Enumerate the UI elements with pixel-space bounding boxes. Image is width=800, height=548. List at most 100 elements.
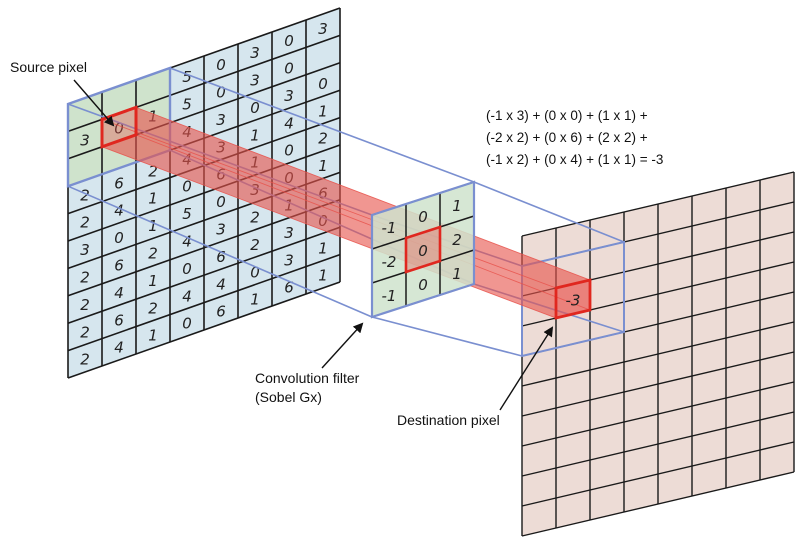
source-cell-value: 3 [284, 224, 294, 242]
source-cell-value: 5 [182, 96, 192, 114]
destination-highlight: -3 [554, 278, 592, 320]
source-cell-value: 3 [318, 20, 328, 38]
convolution-filter-grid: -101-202-101 [370, 180, 476, 319]
destination-grid [521, 171, 795, 537]
source-cell-value: 2 [80, 186, 90, 204]
kernel-cell-value: 0 [418, 242, 428, 260]
source-cell-value: 3 [284, 251, 294, 269]
source-cell-value: 0 [284, 32, 294, 50]
source-grid: 5 0 3 0 3 3 0 1 5 0 3 0 4 3 0 3 0 2 6 2 4 3 1 4 1 2 4 1 0 6 1 0 2 3 0 1 5 0 3 0… [66, 7, 341, 379]
source-cell-value: 0 [284, 142, 294, 160]
source-cell-value: 4 [114, 284, 124, 302]
source-grid-line [67, 281, 341, 379]
source-cell-value: 5 [182, 205, 192, 223]
source-cell-value: 3 [250, 181, 260, 199]
source-cell-value: 2 [148, 162, 158, 180]
source-cell-value: 2 [80, 351, 90, 369]
source-grid-line [67, 226, 341, 324]
source-cell-value: 0 [318, 75, 328, 93]
source-cell-value: 2 [80, 269, 90, 287]
source-grid-line [67, 253, 341, 352]
source-cell-value: 6 [114, 257, 124, 275]
source-cell-value: 5 [182, 68, 192, 86]
source-grid-line [67, 199, 341, 297]
frame-line [169, 67, 475, 183]
source-cell-value: 0 [182, 315, 192, 333]
destination-window-border [521, 240, 625, 358]
source-cell-value: 4 [114, 339, 124, 357]
source-cell-value: 2 [250, 236, 260, 254]
kernel-cell-value: 0 [418, 276, 428, 294]
source-cell-value: 4 [182, 233, 192, 251]
destination-grid-line [521, 381, 795, 447]
source-cell-value: 1 [148, 272, 158, 290]
source-cell-value: 0 [182, 260, 192, 278]
projection-frame [67, 67, 625, 358]
source-cell-value: 0 [216, 193, 226, 211]
kernel-cell-value: 2 [452, 231, 462, 249]
source-cell-value: 1 [148, 217, 158, 235]
equation-line-3: (-1 x 2) + (0 x 4) + (1 x 1) = -3 [486, 152, 663, 167]
source-cell-value: 0 [216, 56, 226, 74]
destination-pixel-arrow [499, 326, 554, 411]
equation-block: (-1 x 3) + (0 x 0) + (1 x 1) + (-2 x 2) … [486, 108, 663, 167]
source-cell-value: 6 [114, 311, 124, 329]
source-cell-value: 3 [216, 221, 226, 239]
kernel-cell-value: -1 [382, 287, 397, 305]
source-cell-value: 1 [318, 157, 328, 175]
source-cell-value: 6 [284, 279, 294, 297]
source-cell-value: 6 [216, 166, 226, 184]
source-cell-value: 3 [80, 241, 90, 259]
source-cell-value: 2 [80, 323, 90, 341]
source-cell-value: 4 [182, 287, 192, 305]
source-cell-value: 4 [284, 114, 294, 132]
kernel-cell-value: 0 [418, 208, 428, 226]
source-cell-value: 1 [148, 190, 158, 208]
source-grid-line [67, 171, 341, 270]
destination-grid-line [521, 321, 795, 387]
source-cell-value: 2 [80, 296, 90, 314]
source-cell-value: 1 [318, 267, 328, 285]
destination-grid-line [521, 351, 795, 417]
kernel-cell-value: -1 [382, 219, 397, 237]
frame-line [371, 316, 523, 357]
kernel-center-fill [406, 227, 440, 272]
filter-arrow [321, 322, 364, 369]
destination-pixel-value: -3 [566, 292, 581, 310]
source-cell-value: 1 [250, 291, 260, 309]
source-pixel-highlight [100, 105, 138, 149]
source-grid-line [67, 144, 341, 242]
source-cell-value: 0 [182, 178, 192, 196]
source-cell-value: 0 [318, 212, 328, 230]
source-cell-value: 0 [216, 84, 226, 102]
source-cell-value: 4 [182, 150, 192, 168]
filter-label-line-1: Convolution filter [255, 370, 360, 386]
source-window-fill [68, 68, 170, 187]
frame-line [473, 181, 625, 243]
source-cell-value: 6 [318, 185, 328, 203]
source-cell-value: 2 [80, 214, 90, 232]
source-cell-value: 3 [216, 111, 226, 129]
source-cell-value: 3 [250, 44, 260, 62]
kernel-cell-value: 1 [452, 197, 462, 215]
source-cell-value: 1 [148, 108, 158, 126]
frame-line [67, 185, 373, 318]
source-cell-value: 4 [216, 275, 226, 293]
equation-line-2: (-2 x 2) + (0 x 6) + (2 x 2) + [486, 130, 648, 145]
destination-pixel-cell [554, 278, 592, 320]
source-cell-value: 4 [182, 123, 192, 141]
destination-grid-line [521, 171, 795, 237]
source-cell-value: 2 [148, 245, 158, 263]
filter-label-line-2: (Sobel Gx) [255, 389, 322, 405]
source-cell-value: 3 [216, 138, 226, 156]
source-cell-value: 0 [114, 229, 124, 247]
source-pixel-arrow [73, 79, 115, 127]
source-cell-value: 1 [284, 197, 294, 215]
frame-line [473, 283, 625, 333]
destination-pixel-label: Destination pixel [397, 412, 500, 428]
destination-grid-line [521, 441, 795, 507]
source-cell-value: 0 [284, 169, 294, 187]
destination-grid-line [521, 471, 795, 537]
source-cell-value: 6 [114, 174, 124, 192]
source-cell-value: 1 [318, 102, 328, 120]
